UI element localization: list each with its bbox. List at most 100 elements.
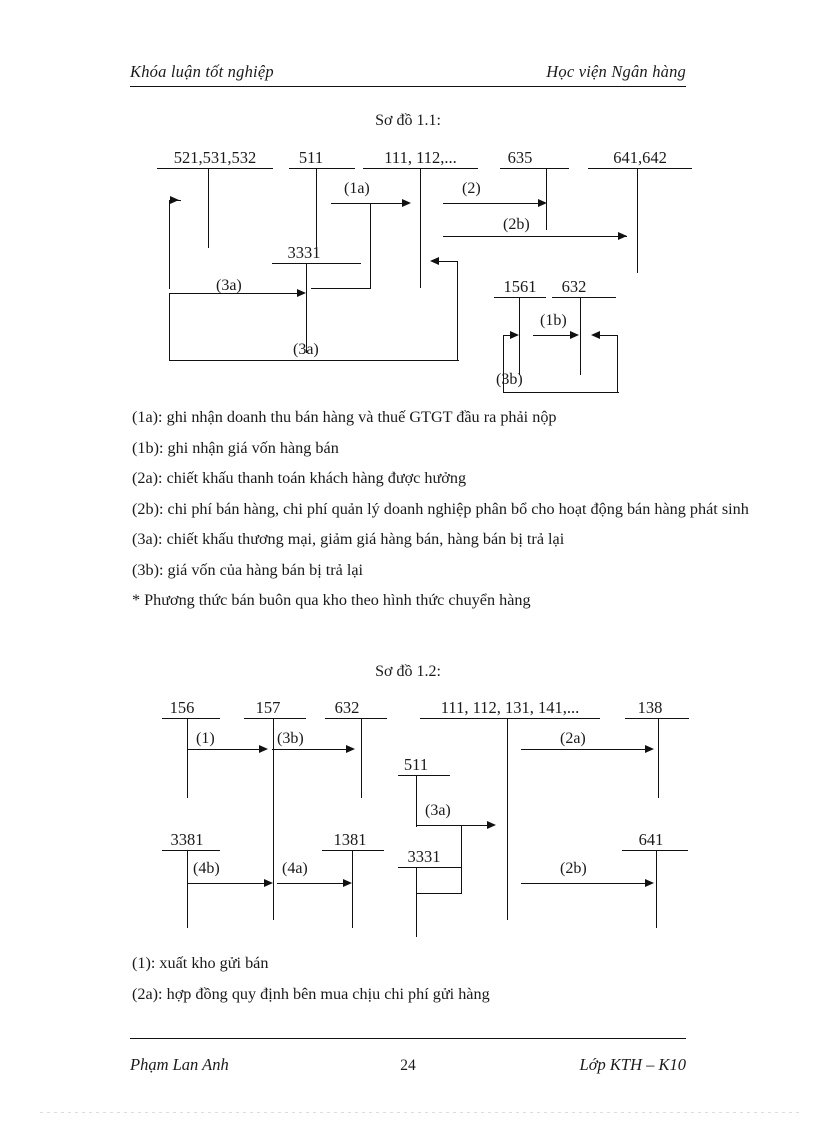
t-bar xyxy=(420,718,600,719)
t-account-label: 511 xyxy=(403,755,429,774)
t-account-label: 521,531,532 xyxy=(173,148,257,167)
flow-2-line xyxy=(443,203,544,204)
t-bar xyxy=(162,718,220,719)
t-account-label: 1381 xyxy=(333,830,367,849)
t-bar xyxy=(289,168,355,169)
flow-3b-right-arrowhead xyxy=(591,330,600,339)
flow-label-3a-bottom: (3a) xyxy=(293,341,319,358)
t-bar xyxy=(398,775,450,776)
t-account-641-642: 641,642 xyxy=(588,149,692,273)
legend-item-1b: (1b): ghi nhận giá vốn hàng bán xyxy=(132,438,339,457)
flow-2b-arrowhead xyxy=(618,231,627,240)
t-account-label: 3331 xyxy=(287,243,321,262)
figure-2-caption: Sơ đồ 1.2: xyxy=(375,663,441,680)
t-account-3331: 3331 xyxy=(272,244,361,353)
flow-1a-drop xyxy=(370,203,371,289)
footer-class: Lớp KTH – K10 xyxy=(579,1055,686,1074)
page-number: 24 xyxy=(400,1057,416,1074)
flow-3b-left-riser xyxy=(503,335,504,393)
flow-1-line xyxy=(188,749,263,750)
t-account-label: 641 xyxy=(638,830,664,849)
legend-item-1a: (1a): ghi nhận doanh thu bán hàng và thu… xyxy=(132,408,557,426)
t-account-label: 3331 xyxy=(407,847,441,866)
t-stem xyxy=(316,168,317,248)
flow-label-1: (1) xyxy=(196,730,215,747)
flow-3a-arrowhead xyxy=(487,820,496,829)
flow-2a-arrowhead xyxy=(645,744,654,753)
flow-1b-line xyxy=(533,335,573,336)
t-account-511: 511 xyxy=(289,149,355,248)
t-bar xyxy=(325,718,387,719)
legend-item-2b: (2b): chi phí bán hàng, chi phí quản lý … xyxy=(132,499,749,518)
flow-2a-line xyxy=(521,749,650,750)
flow-label-2: (2) xyxy=(462,180,481,197)
figure-2-legend: (1): xuất kho gửi bán (2a): hợp đồng quy… xyxy=(132,948,752,1009)
flow-1a-line xyxy=(331,203,406,204)
flow-label-2b: (2b) xyxy=(560,860,587,877)
flow-3b-left-arrowhead xyxy=(510,330,519,339)
flow-3a-return xyxy=(416,893,462,894)
flow-label-4b: (4b) xyxy=(193,860,220,877)
t-bar xyxy=(244,718,306,719)
footer-author: Phạm Lan Anh xyxy=(130,1055,229,1074)
t-account-521-531-532: 521,531,532 xyxy=(157,149,273,248)
flow-3a-top-stub xyxy=(169,200,181,201)
t-stem xyxy=(306,263,307,353)
t-stem xyxy=(187,718,188,798)
t-account-label: 111, 112, 131, 141,... xyxy=(440,698,580,717)
t-account-138: 138 xyxy=(625,699,689,798)
flow-3b-arrowhead xyxy=(346,744,355,753)
t-account-157: 157 xyxy=(244,699,306,920)
t-bar xyxy=(622,850,688,851)
t-bar xyxy=(272,263,361,264)
section-heading: * Phương thức bán buôn qua kho theo hình… xyxy=(132,591,531,609)
flow-label-3b: (3b) xyxy=(496,371,523,388)
flow-1-arrowhead xyxy=(259,744,268,753)
legend-item-2a: (2a): chiết khấu thanh toán khách hàng đ… xyxy=(132,469,467,487)
flow-label-2b: (2b) xyxy=(503,216,530,233)
flow-2-arrowhead xyxy=(538,198,547,207)
flow-3a-mid-line xyxy=(169,293,301,294)
flow-3b-right-stub xyxy=(598,335,618,336)
running-footer: Phạm Lan Anh 24 Lớp KTH – K10 xyxy=(130,1038,686,1075)
flow-4b-arrowhead xyxy=(264,878,273,887)
figure-1-legend: (1a): ghi nhận doanh thu bán hàng và thu… xyxy=(132,402,752,616)
t-stem xyxy=(637,168,638,273)
t-stem xyxy=(580,297,581,375)
flow-label-4a: (4a) xyxy=(282,860,308,877)
flow-3b-right-riser xyxy=(617,335,618,393)
t-account-1561: 1561 xyxy=(494,278,546,375)
t-account-label: 111, 112,... xyxy=(384,148,457,167)
header-right-text: Học viện Ngân hàng xyxy=(546,62,686,81)
t-stem xyxy=(519,297,520,375)
t-bar xyxy=(500,168,569,169)
t-account-label: 641,642 xyxy=(613,148,667,167)
flow-3a-bottom-stub xyxy=(437,261,458,262)
flow-3a-left-riser xyxy=(169,200,170,289)
scan-artifact-edge xyxy=(40,1112,800,1113)
figure-1-caption: Sơ đồ 1.1: xyxy=(375,112,441,129)
t-stem xyxy=(187,850,188,928)
flow-3a-bottom-arrowhead xyxy=(430,256,439,265)
t-stem xyxy=(420,168,421,288)
t-bar xyxy=(588,168,692,169)
flow-label-3b: (3b) xyxy=(277,730,304,747)
flow-3a-bottom-line xyxy=(169,360,459,361)
t-account-label: 635 xyxy=(507,148,533,167)
flow-label-1b: (1b) xyxy=(540,312,567,329)
t-stem xyxy=(352,850,353,928)
flow-2b-arrowhead xyxy=(645,878,654,887)
t-stem xyxy=(416,867,417,937)
flow-1b-arrowhead xyxy=(570,330,579,339)
flow-label-3a-mid: (3a) xyxy=(216,277,242,294)
flow-3a-line xyxy=(416,825,491,826)
flow-3b-line xyxy=(272,749,350,750)
t-account-641: 641 xyxy=(622,831,688,928)
t-bar xyxy=(322,850,384,851)
flow-label-3a: (3a) xyxy=(425,802,451,819)
legend-item-3b: (3b): giá vốn của hàng bán bị trả lại xyxy=(132,560,364,579)
t-account-label: 156 xyxy=(169,698,195,717)
t-account-label: 1561 xyxy=(503,277,537,296)
flow-3a-mid-arrowhead xyxy=(297,288,306,297)
t-account-632: 632 xyxy=(552,278,616,375)
